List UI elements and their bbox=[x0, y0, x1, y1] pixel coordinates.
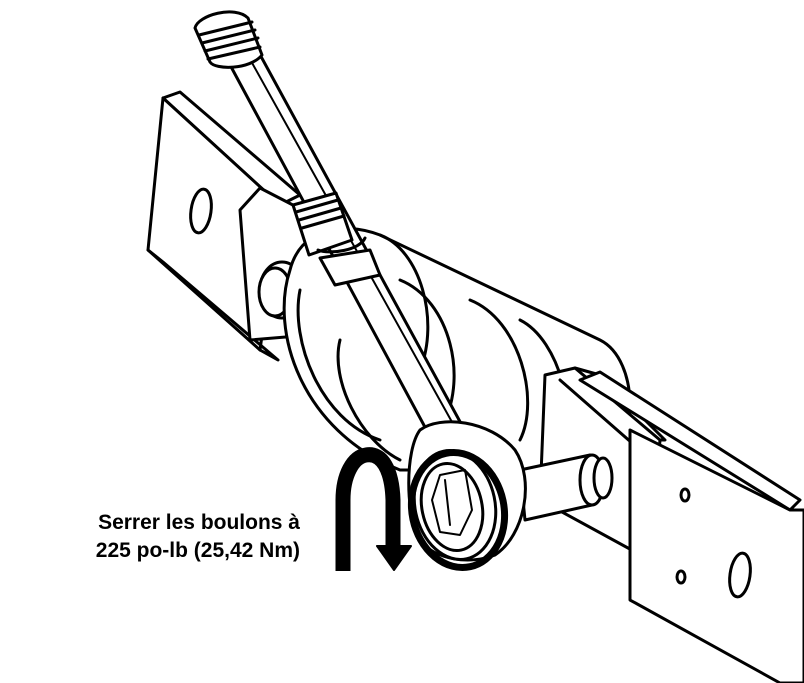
instruction-caption-line-2: 225 po-lb (25,42 Nm) bbox=[95, 539, 300, 562]
torque-wrench bbox=[193, 10, 527, 572]
bolt-stud bbox=[518, 453, 614, 522]
rotation-arrow-icon bbox=[335, 447, 412, 571]
left-bar-hole bbox=[189, 187, 213, 235]
wrench-mid-rings bbox=[291, 191, 382, 287]
right-bus-bar bbox=[578, 370, 804, 683]
ratchet-head bbox=[407, 420, 527, 572]
wrench-grip bbox=[193, 10, 264, 69]
instruction-caption-line-1: Serrer les boulons à bbox=[98, 511, 300, 534]
right-bar-hole bbox=[728, 551, 752, 599]
